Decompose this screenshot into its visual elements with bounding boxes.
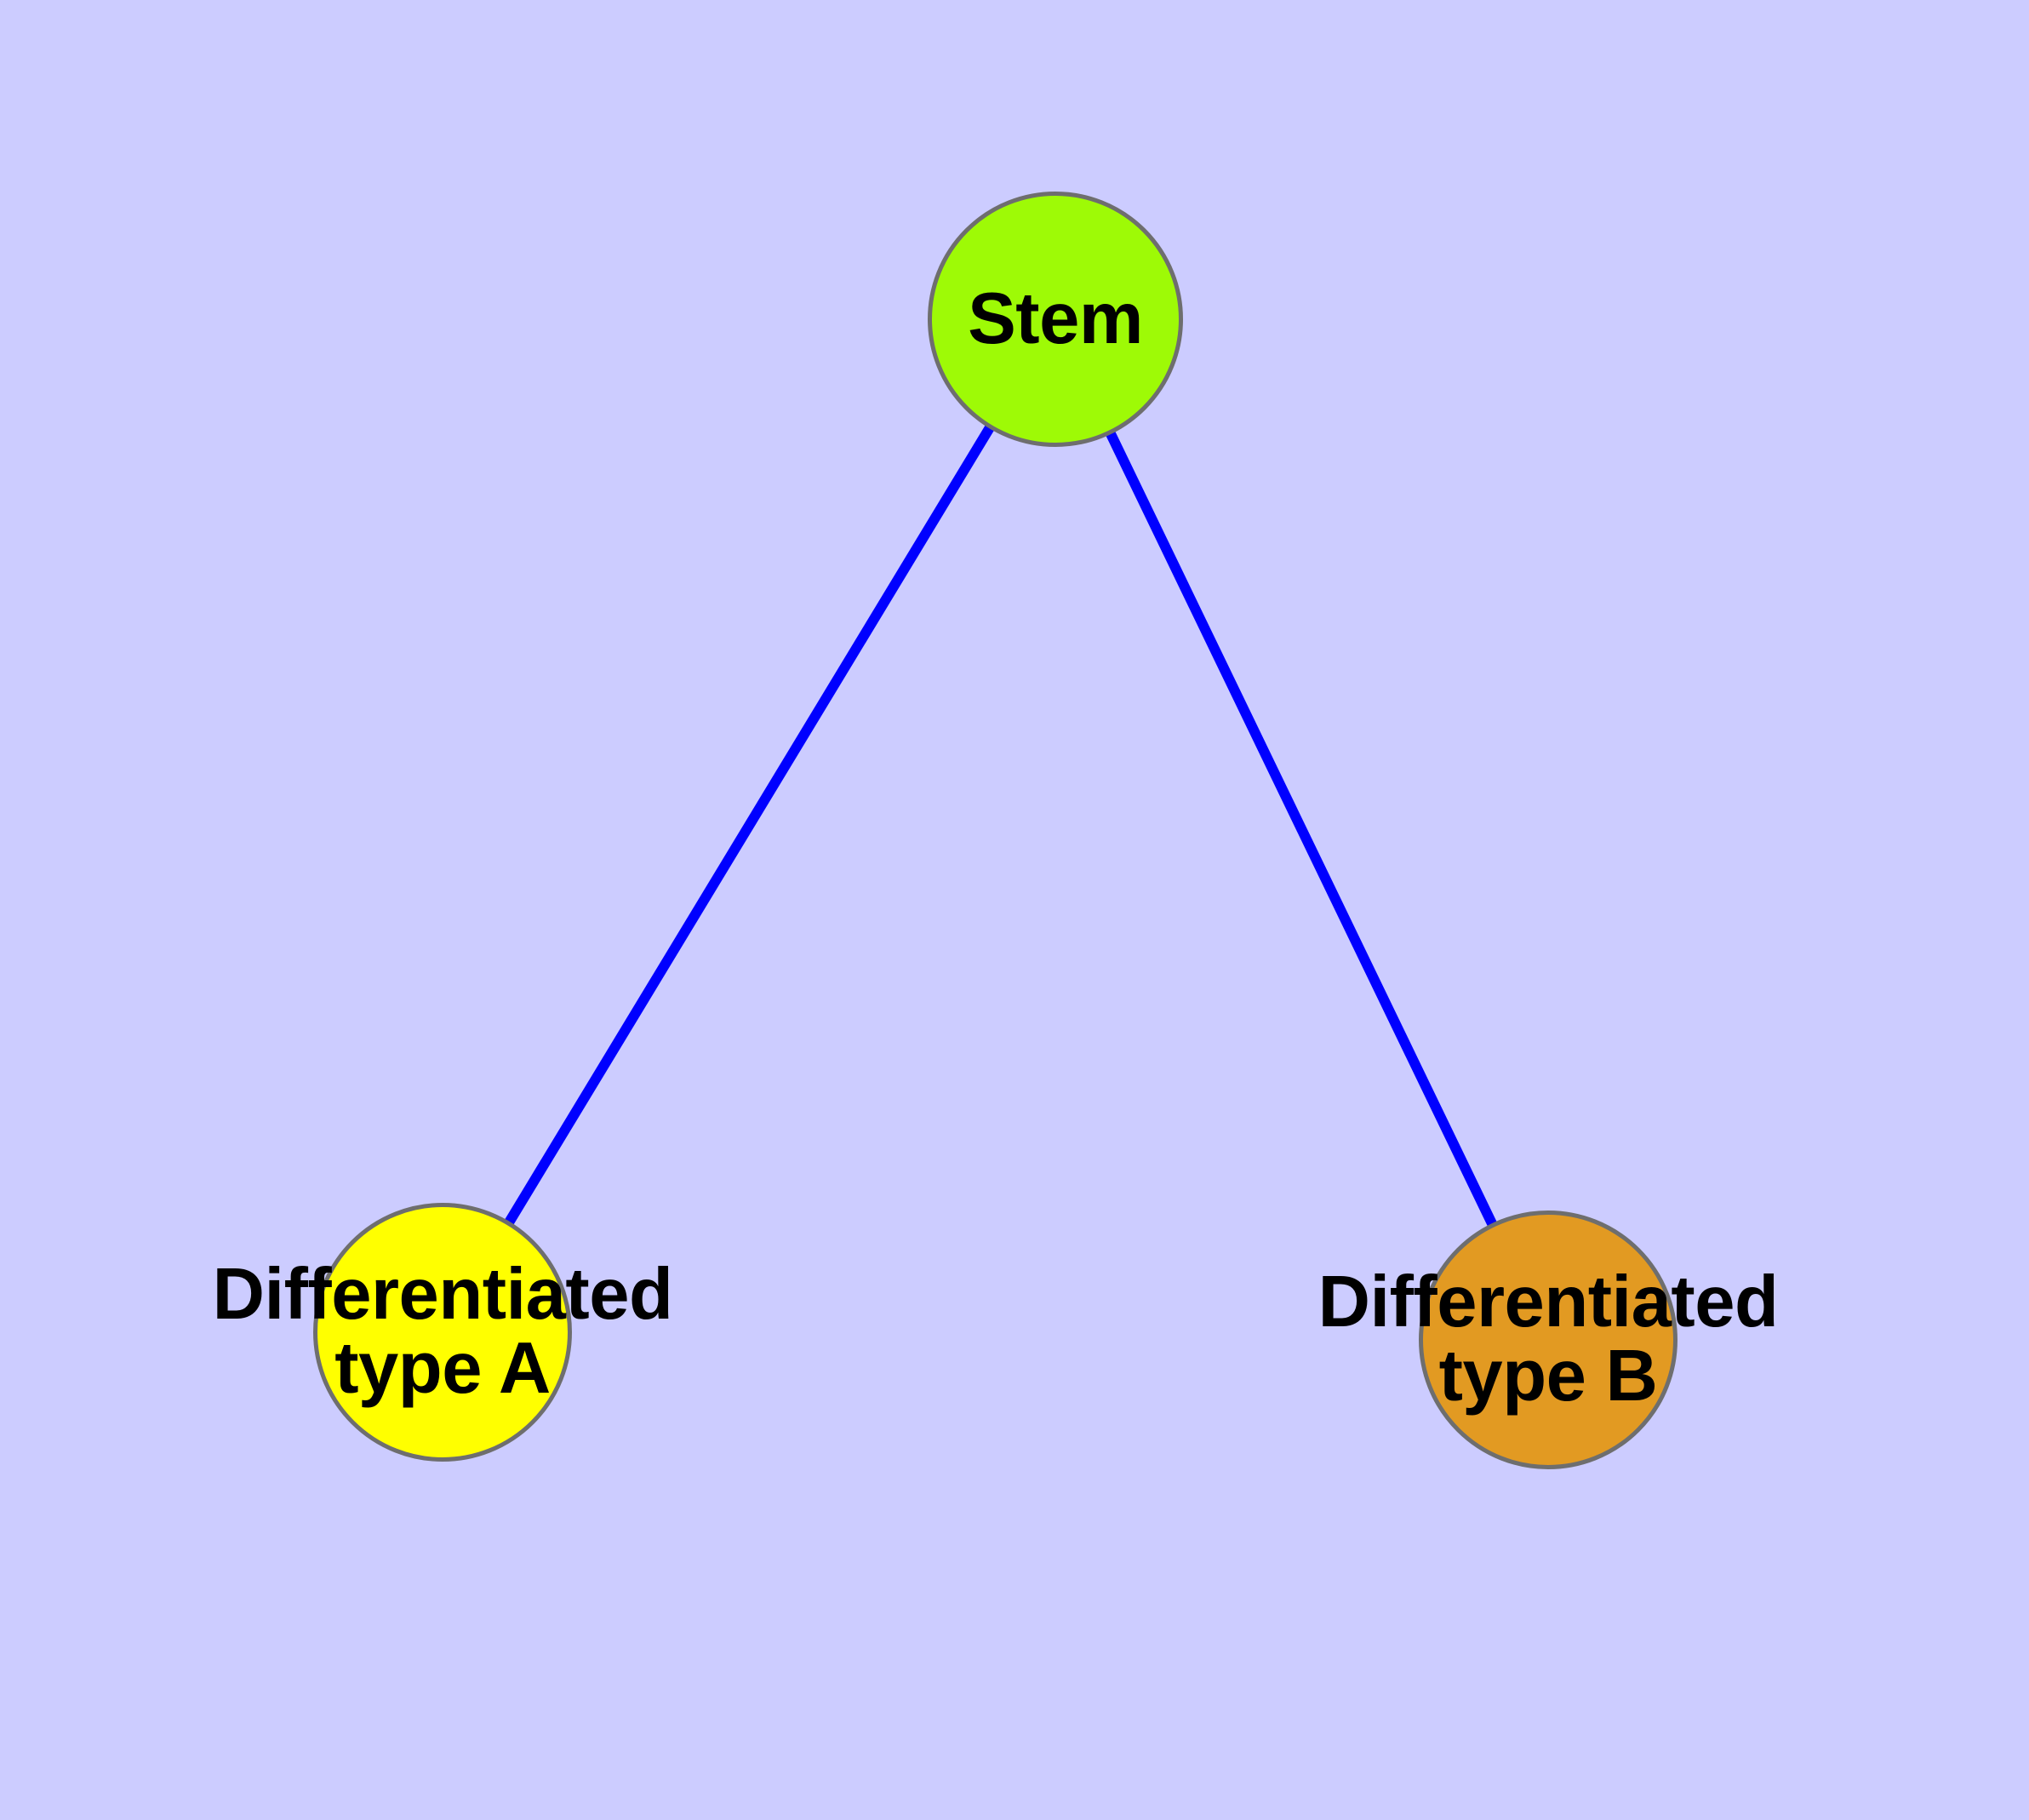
graph-edge: [1105, 430, 1498, 1228]
graph-node-stem[interactable]: Stem: [928, 192, 1183, 447]
node-circle-diff_a: [313, 1203, 572, 1462]
node-circle-diff_b: [1419, 1210, 1677, 1469]
graph-node-diff_b[interactable]: Differentiated type B: [1318, 1210, 1779, 1469]
node-circle-stem: [928, 192, 1183, 447]
graph-node-diff_a[interactable]: Differentiated type A: [213, 1203, 673, 1462]
graph-edge: [504, 424, 995, 1226]
